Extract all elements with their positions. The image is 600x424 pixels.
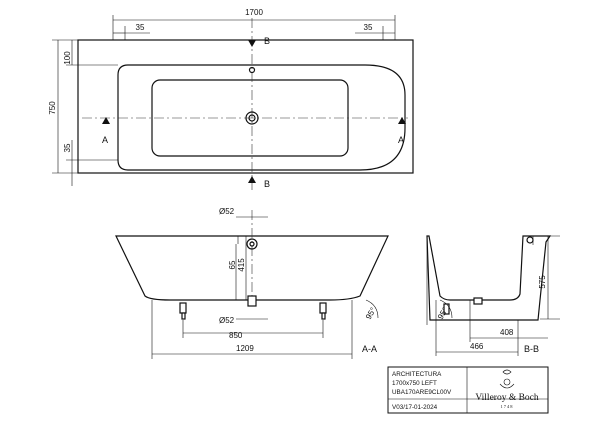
dim-35-right: 35 [364,23,373,32]
dim-65: 65 [228,260,237,269]
brand-year: 1748 [501,404,514,409]
tub-inner-rim [117,64,406,171]
dim-35-bottom: 35 [63,143,72,152]
dim-850: 850 [229,331,243,340]
section-b-arrow-top [248,40,256,47]
overflow-icon [248,66,256,74]
brand-name: Villeroy & Boch [475,393,539,403]
title-block: ARCHITECTURA 1700x750 LEFT UBA170ARE9CL0… [387,366,549,414]
product-size: 1700x750 LEFT [392,380,437,387]
dim-1209: 1209 [236,344,254,353]
section-b-label-top: B [264,36,270,46]
section-b-arrow-bottom [248,176,256,183]
dim-750: 750 [48,101,57,115]
drain-outer [245,111,259,125]
dim-408: 408 [500,328,514,337]
tub-profile-aa [115,235,389,301]
foot-right [319,302,327,314]
product-name: ARCHITECTURA [392,371,442,378]
drain-inner [248,114,256,122]
dim-575: 575 [538,275,547,289]
drain-pipe [247,295,257,307]
brand-logo: Villeroy & Boch 1748 [475,369,539,409]
foot-left [179,302,187,314]
overflow-outlet [246,238,258,250]
drain-bb [473,297,483,305]
product-code: UBA170ARE9CL00V [392,389,452,396]
dim-d52-bottom: Ø52 [219,316,235,325]
drawing-version: V03/17-01-2024 [392,404,438,411]
section-a-arrow-right [398,117,406,124]
dim-415: 415 [237,258,246,272]
section-a-arrow-left [102,117,110,124]
dim-100: 100 [63,51,72,65]
tub-outer-outline [77,39,414,174]
section-a-label-left: A [102,135,108,145]
dim-35-left: 35 [136,23,145,32]
section-b-b: 575 408 466 95° B-B [426,235,560,356]
section-b-label-bottom: B [264,179,270,189]
section-aa-title: A-A [362,344,377,354]
dim-1700: 1700 [245,8,263,17]
section-a-a: Ø52 65 415 Ø52 850 1209 95° A-A [115,207,389,359]
section-bb-title: B-B [524,344,539,354]
dim-d52-top: Ø52 [219,207,235,216]
section-a-label-right: A [398,135,404,145]
dim-466: 466 [470,342,484,351]
top-view: 1700 35 35 750 100 35 B B A A [48,8,414,190]
